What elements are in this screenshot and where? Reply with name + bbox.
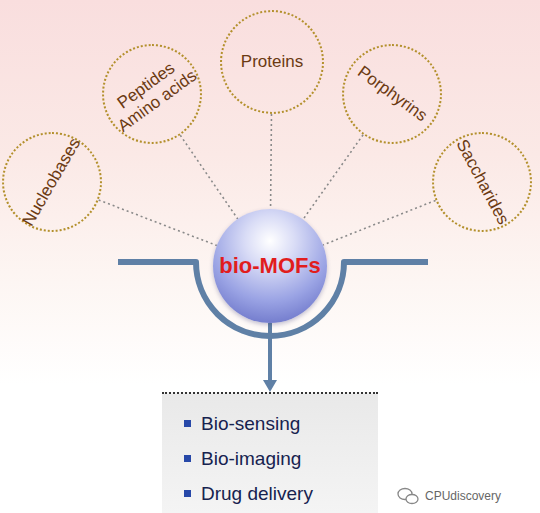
bullet-square xyxy=(184,490,191,497)
source-circle: Peptides Amino acids xyxy=(102,44,202,144)
mof-sphere: bio-MOFs xyxy=(213,209,327,323)
flow-arrow xyxy=(263,323,277,392)
list-item: Bio-imaging xyxy=(184,441,301,476)
dotted-connector xyxy=(303,135,363,220)
dotted-connector xyxy=(323,200,436,245)
dotted-connector xyxy=(180,135,237,219)
center-label: bio-MOFs xyxy=(219,253,320,279)
connector-line xyxy=(180,135,237,219)
wechat-icon xyxy=(398,489,418,504)
bullet-square xyxy=(184,455,191,462)
component-label: Proteins xyxy=(222,53,322,72)
application-label: Bio-imaging xyxy=(201,448,301,470)
watermark: CPUdiscovery xyxy=(425,489,501,503)
component-label: Peptides Amino acids xyxy=(102,51,202,138)
connector-line xyxy=(303,135,363,220)
application-label: Drug delivery xyxy=(201,483,313,505)
source-circle: Saccharides xyxy=(432,132,532,232)
source-circle: Porphyrins xyxy=(342,44,442,144)
application-box: Bio-sensingBio-imagingDrug delivery xyxy=(162,392,378,513)
list-item: Drug delivery xyxy=(184,476,313,511)
connector-line xyxy=(268,323,272,382)
source-circle: Nucleobases xyxy=(2,132,102,232)
connector-line xyxy=(323,200,436,245)
list-item: Bio-sensing xyxy=(184,406,300,441)
application-label: Bio-sensing xyxy=(201,413,300,435)
component-label: Saccharides xyxy=(451,135,513,229)
dotted-connector xyxy=(270,114,272,209)
dotted-connector xyxy=(99,200,217,246)
component-label: Nucleobases xyxy=(19,135,84,229)
source-circle: Proteins xyxy=(220,10,324,114)
arrow-head xyxy=(263,380,277,392)
component-label: Porphyrins xyxy=(348,58,437,130)
connector-line xyxy=(270,114,273,209)
connector-line xyxy=(99,200,217,246)
bullet-square xyxy=(184,420,191,427)
